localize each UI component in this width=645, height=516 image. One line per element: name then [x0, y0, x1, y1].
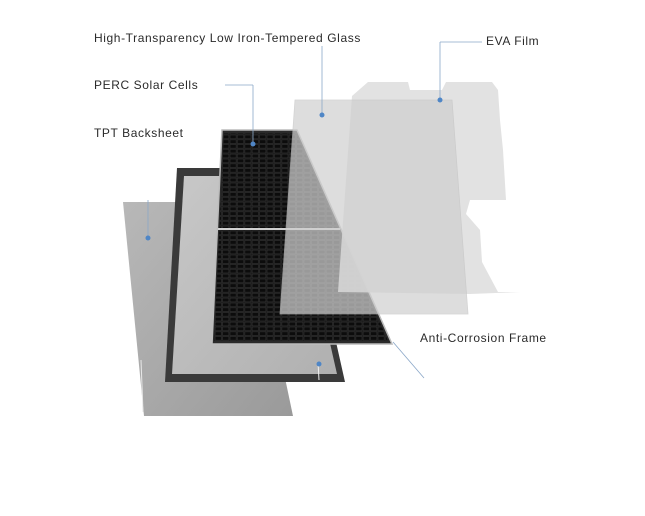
- perc-cells-label: PERC Solar Cells: [94, 78, 199, 92]
- leader-dots: [145, 97, 443, 367]
- backsheet-highlight: [140, 359, 144, 413]
- dot-glass: [319, 112, 325, 118]
- dot-perc: [250, 141, 256, 147]
- tpt-backsheet-label: TPT Backsheet: [94, 126, 184, 140]
- dot-tpt: [145, 235, 151, 241]
- dot-eva: [437, 97, 443, 103]
- tempered-glass-layer: [279, 99, 469, 315]
- eva-film-label: EVA Film: [486, 34, 540, 48]
- glass-label: High-Transparency Low Iron-Tempered Glas…: [94, 31, 361, 45]
- anti-corrosion-frame-label: Anti-Corrosion Frame: [420, 331, 547, 345]
- leader-lines: [147, 41, 482, 379]
- dot-frame: [316, 361, 322, 367]
- leader-line-frame: [392, 341, 425, 379]
